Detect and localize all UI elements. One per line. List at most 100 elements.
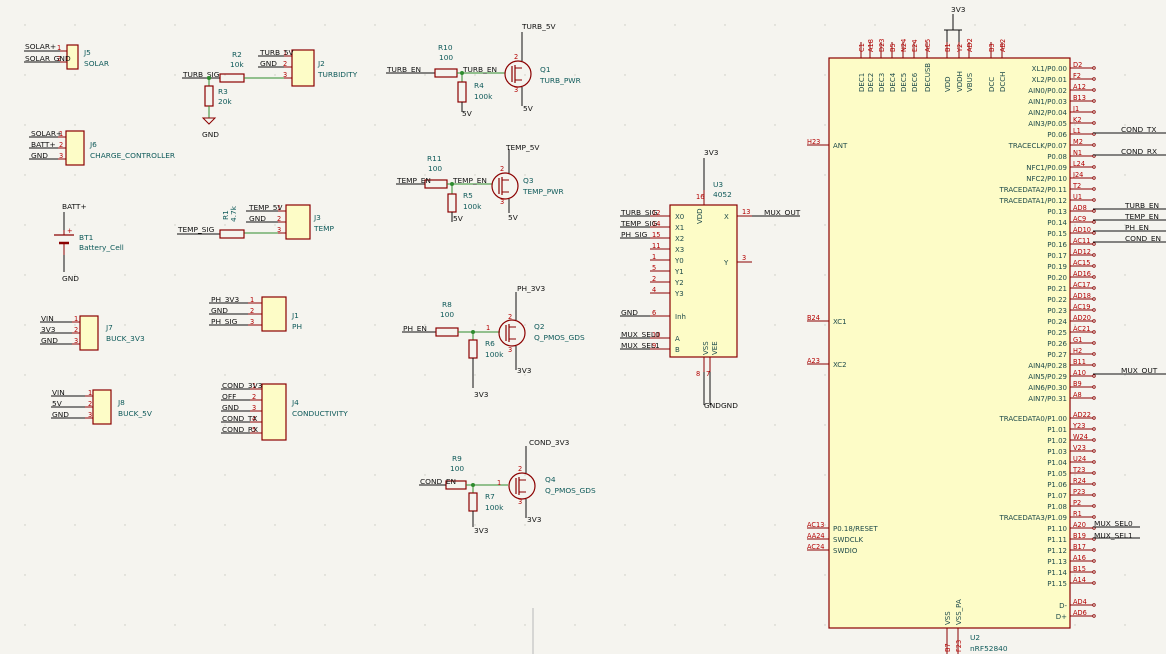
resistor-r7[interactable]: 1 R7 100k 3V3 <box>466 479 508 535</box>
grid-dot <box>374 424 376 426</box>
pin-end <box>1092 570 1096 574</box>
net-label: 5V <box>453 214 463 223</box>
grid-dot <box>1074 524 1076 526</box>
pin-number: 1 <box>57 44 61 52</box>
pin-number: 1 <box>652 253 656 261</box>
connector-j1[interactable]: 1 2 3 PH_3V3 GND PH_SIG J1 PH <box>209 295 302 332</box>
pin-number: L1 <box>1073 127 1081 135</box>
pin-number: 1 <box>74 315 78 323</box>
pin-name: VDD <box>696 208 704 224</box>
grid-dot <box>74 174 76 176</box>
grid-dot <box>74 74 76 76</box>
part-value: 10k <box>230 60 244 69</box>
pin-number: 15 <box>652 231 660 239</box>
net-label: 3V3 <box>517 366 532 375</box>
resistor-r6[interactable]: 1 R6 100k 3V3 <box>458 324 504 399</box>
resistor-r10[interactable]: TURB_EN R10 100 <box>386 43 458 78</box>
pin-end <box>1092 231 1096 235</box>
grid-dot <box>574 374 576 376</box>
grid-dot <box>624 324 626 326</box>
resistor-r9[interactable]: COND_EN R9 100 <box>419 454 467 490</box>
resistor-body <box>219 73 245 83</box>
grid-dot <box>1124 474 1126 476</box>
resistor-r1[interactable]: TEMP_SIG R1 4.7k <box>177 205 245 239</box>
mosfet-q1[interactable]: TURB_5V 2 3 Q1 TURB_PWR 5V <box>504 22 581 113</box>
grid-dot <box>324 324 326 326</box>
pin-number: AD10 <box>1073 226 1091 234</box>
pin-number: B19 <box>1073 532 1086 540</box>
connector-j4[interactable]: 1 2 3 4 5 COND_3V3 OFF GND COND_TX COND_… <box>221 381 348 441</box>
resistor-r8[interactable]: PH_EN R8 100 <box>402 300 459 337</box>
pin-end <box>1092 66 1096 70</box>
resistor-r11[interactable]: TEMP_EN R11 100 <box>396 154 448 189</box>
resistor-r4[interactable]: TURB_EN R4 100k 5V <box>457 65 505 118</box>
grid-dot <box>324 274 326 276</box>
pin-end <box>1092 493 1096 497</box>
grid-dot <box>574 574 576 576</box>
grid-dot <box>224 424 226 426</box>
resistor-r5[interactable]: TEMP_EN R5 100k 5V <box>447 176 492 223</box>
net-label: COND_3V3 <box>222 381 263 390</box>
pin-name: AIN7/P0.31 <box>1028 395 1067 403</box>
mosfet-q2[interactable]: PH_3V3 2 3 Q2 Q_PMOS_GDS 3V3 <box>498 284 585 375</box>
connector-j6[interactable]: 1 2 3 SOLAR+ BATT+ GND J6 CHARGE_CONTROL… <box>29 129 175 166</box>
grid-dot <box>874 24 876 26</box>
net-label: TEMP_SIG <box>620 219 658 228</box>
grid-dot <box>274 374 276 376</box>
pin-name: VDD <box>944 76 952 92</box>
pin-name: P0.13 <box>1047 208 1067 216</box>
connector-body <box>92 389 112 425</box>
grid-dot <box>24 124 26 126</box>
ref-designator: R2 <box>232 50 242 59</box>
connector-j7[interactable]: 1 2 3 VIN 3V3 GND J7 BUCK_3V3 <box>40 314 145 351</box>
grid-dot <box>574 324 576 326</box>
pin-end <box>1092 77 1096 81</box>
grid-dot <box>274 124 276 126</box>
resistor-body <box>457 81 467 103</box>
pin-end <box>1092 427 1096 431</box>
pin-number: AD16 <box>1073 270 1091 278</box>
pin-number: V23 <box>1073 444 1086 452</box>
mosfet-q4[interactable]: COND_3V3 2 3 Q4 Q_PMOS_GDS 3V3 <box>508 438 596 524</box>
battery-bt1[interactable]: BATT+ + BT1 Battery_Cell GND <box>54 202 124 283</box>
pin-name: P0.08 <box>1047 153 1067 161</box>
connector-j2[interactable]: 1 2 3 TURB_5V GND J2 TURBIDITY <box>252 48 358 87</box>
ref-designator: R10 <box>438 43 453 52</box>
pin-name: VSS <box>702 341 710 355</box>
pin-number: N24 <box>900 39 908 52</box>
resistor-r3[interactable]: R3 20k GND <box>201 76 232 139</box>
pin-name: P0.19 <box>1047 263 1067 271</box>
connector-j5[interactable]: 1 2 SOLAR+ SOLAR_GND J5 SOLAR <box>24 42 109 70</box>
grid-dot <box>624 24 626 26</box>
resistor-r2[interactable]: R2 10k TURB_SIG <box>182 50 252 83</box>
grid-dot <box>374 174 376 176</box>
grid-dot <box>224 474 226 476</box>
mcu-u2[interactable]: C1DEC1A18DEC2D23DEC3B5DEC4N24DEC5E24DEC6… <box>807 5 1166 654</box>
pin-number: B1 <box>944 43 952 52</box>
pin-number: AC5 <box>924 39 932 52</box>
mosfet-body <box>504 60 532 88</box>
grid-dot <box>24 274 26 276</box>
pin-name: Y1 <box>674 268 684 276</box>
pin-name: VSS_PA <box>955 599 963 625</box>
pin-number: 10 <box>652 331 660 339</box>
grid-dot <box>374 374 376 376</box>
net-label: GND <box>249 214 266 223</box>
connector-j3[interactable]: 1 2 3 TEMP_5V GND J3 TEMP <box>244 203 335 240</box>
pin-end <box>1092 341 1096 345</box>
net-label: PH_EN <box>1125 223 1149 232</box>
grid-dot <box>1074 74 1076 76</box>
mosfet-q3[interactable]: TEMP_5V 2 3 Q3 TEMP_PWR 5V <box>491 143 564 222</box>
pin-number: 2 <box>277 215 281 223</box>
part-value: 100 <box>450 464 464 473</box>
pin-name: Y0 <box>674 257 684 265</box>
grid-dot <box>824 324 826 326</box>
grid-dot <box>274 224 276 226</box>
net-label: GND <box>31 151 48 160</box>
net-label: GND <box>260 59 277 68</box>
ref-designator: R4 <box>474 81 484 90</box>
net-label: TEMP_EN <box>452 176 487 185</box>
connector-j8[interactable]: 1 2 3 VIN 5V GND J8 BUCK_5V <box>51 388 152 425</box>
grid-dot <box>524 74 526 76</box>
